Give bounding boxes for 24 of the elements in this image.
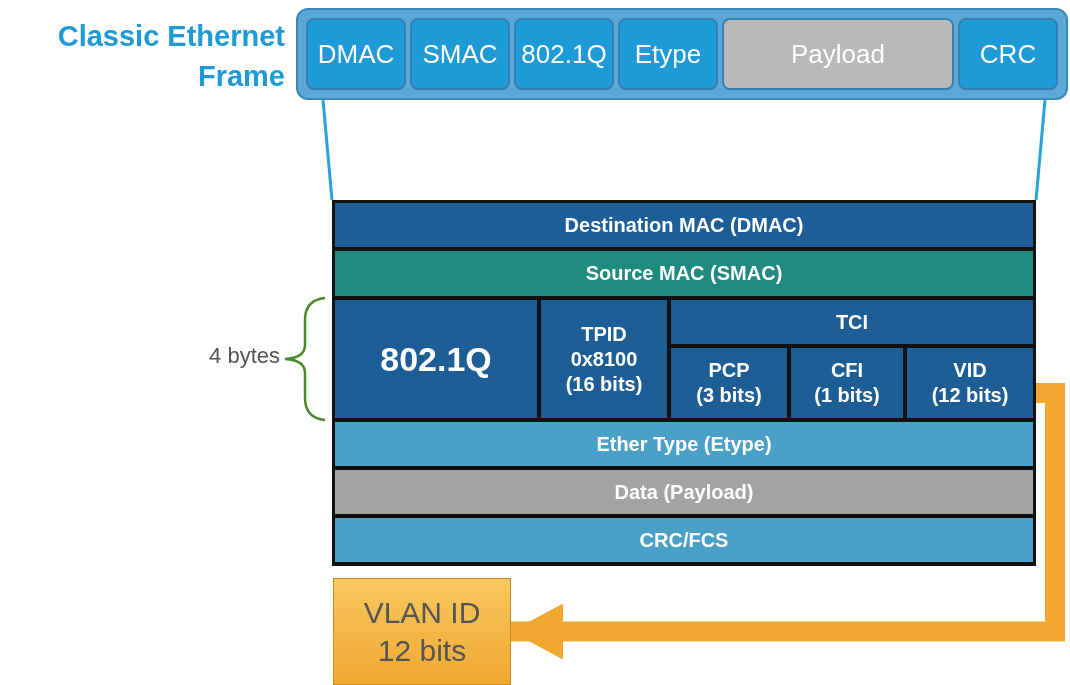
header-row: Data (Payload) xyxy=(335,470,1033,514)
header-row: Destination MAC (DMAC) xyxy=(335,203,1033,247)
field-cell: TCI xyxy=(671,300,1033,344)
field-cell: VID (12 bits) xyxy=(907,348,1033,418)
header-row: CRC/FCS xyxy=(335,518,1033,562)
field-cell: CFI (1 bits) xyxy=(791,348,903,418)
field-cell: TPID 0x8100 (16 bits) xyxy=(541,300,667,418)
frame-table xyxy=(332,200,1036,566)
size-label: 4 bytes xyxy=(208,343,280,369)
zoom-line xyxy=(1034,99,1047,201)
zoom-line xyxy=(321,99,334,201)
field-cell: SMAC xyxy=(410,18,510,90)
frame-title: Classic Ethernet Frame xyxy=(56,19,285,94)
arrow xyxy=(511,383,1065,660)
header-row: Ether Type (Etype) xyxy=(335,422,1033,466)
field-cell: Payload xyxy=(722,18,954,90)
header-row: Source MAC (SMAC) xyxy=(335,251,1033,296)
field-cell: PCP (3 bits) xyxy=(671,348,787,418)
field-cell: DMAC xyxy=(306,18,406,90)
field-cell: 802.1Q xyxy=(335,300,537,418)
field-cell: Etype xyxy=(618,18,718,90)
result-box: VLAN ID 12 bits xyxy=(333,578,511,685)
field-cell: 802.1Q xyxy=(514,18,614,90)
field-cell: CRC xyxy=(958,18,1058,90)
